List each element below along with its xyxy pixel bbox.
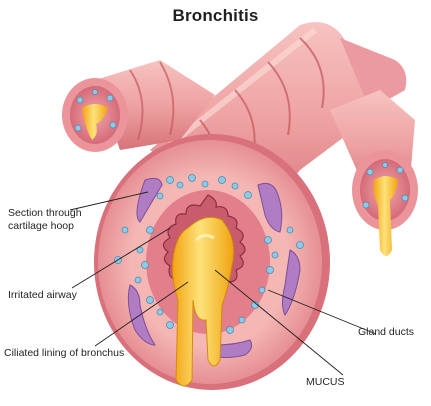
left-mucus [82,104,108,140]
right-branch-tube [330,90,418,256]
irritated-airway-label: Irritated airway [8,289,77,301]
leader-lines [69,191,377,376]
cross-section [94,134,330,390]
section-label-line1: Section through [8,207,82,219]
mucus-label: MUCUS [306,376,345,388]
section-through-cartilage-label: Section through cartilage hoop [8,207,82,233]
diagram-title: Bronchitis [172,6,259,25]
cartilage-hoops [127,177,301,358]
gland-ducts-label: Gland ducts [358,326,415,338]
right-mucus [373,176,398,256]
section-label-line2: cartilage hoop [8,220,74,232]
ciliated-lining-label: Ciliated lining of bronchus [4,347,125,359]
left-branch-tube [62,60,215,152]
central-mucus [172,216,235,387]
